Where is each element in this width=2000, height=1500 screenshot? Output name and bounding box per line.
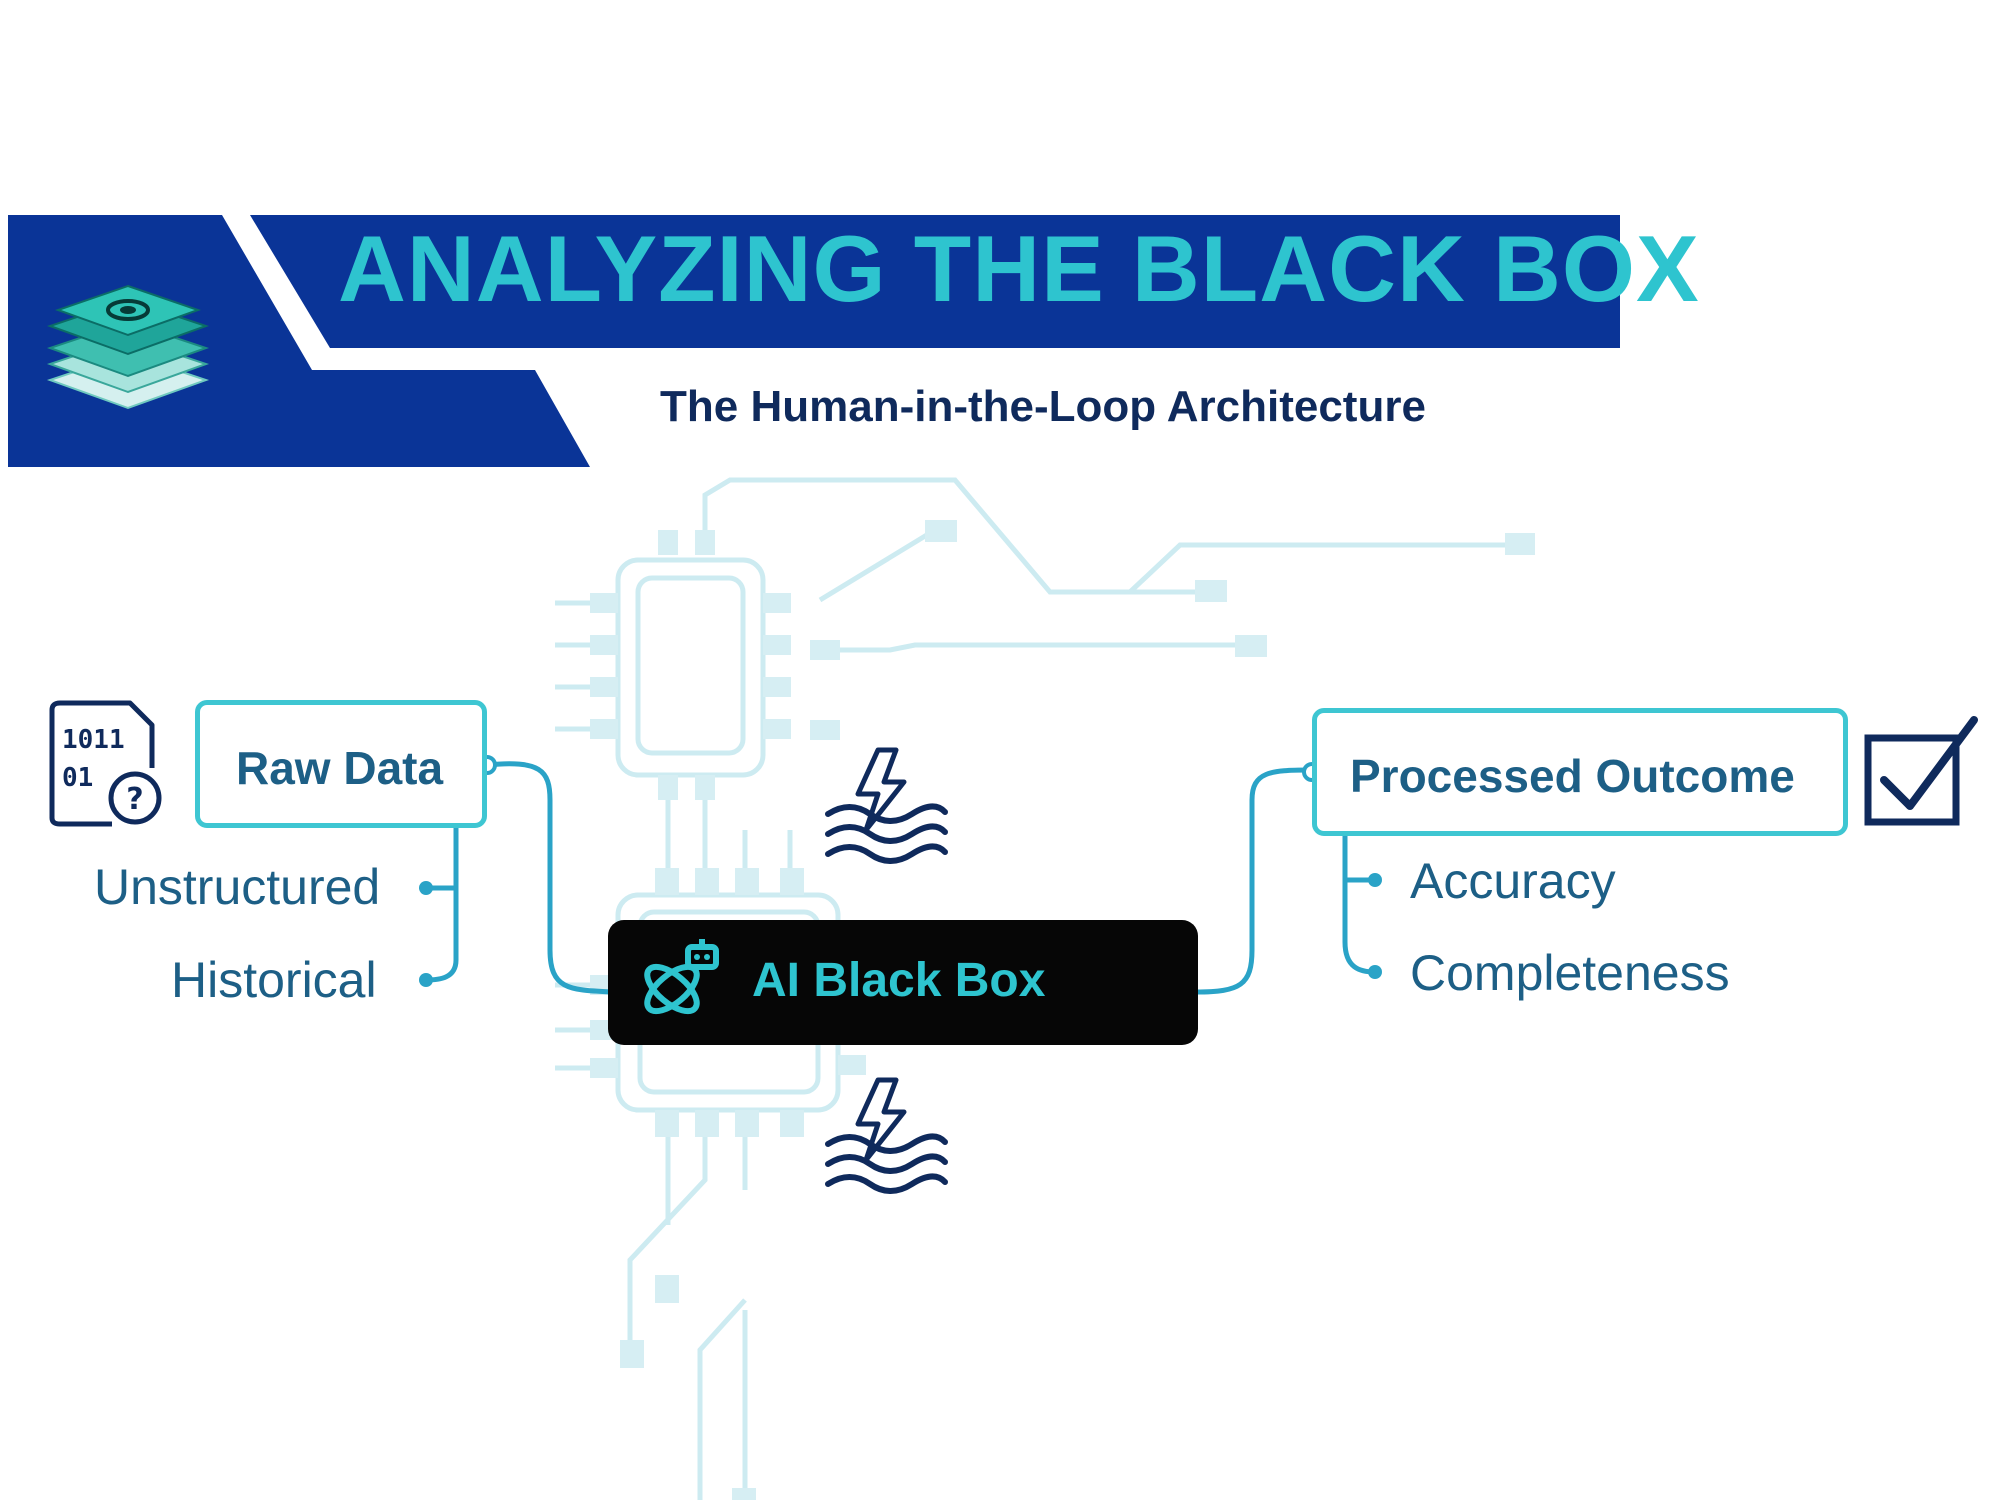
raw-data-label: Raw Data [236,742,444,794]
ai-black-box-label: AI Black Box [752,954,1046,1007]
lightning-waves-icon [825,747,948,864]
svg-text:?: ? [126,782,143,817]
page-subtitle: The Human-in-the-Loop Architecture [660,382,1426,431]
ai-black-box-node [608,920,1198,1045]
processed-outcome-label: Processed Outcome [1350,750,1795,802]
raw-data-branch-unstructured: Unstructured [94,859,381,915]
header-left-panel [8,215,590,467]
lightning-waves-icon [825,1077,948,1194]
svg-text:01: 01 [62,763,93,793]
svg-text:1011: 1011 [62,725,125,755]
checkbox-checked-icon [1864,716,1978,826]
raw-data-branch-historical: Historical [171,952,377,1008]
page-title: ANALYZING THE BLACK BOX [338,216,1700,321]
header-banner [8,215,1620,467]
outcome-branch-completeness: Completeness [1410,945,1730,1001]
processed-outcome-node: Processed Outcome [1312,708,1848,836]
layered-chip-stack-icon [46,284,210,410]
binary-data-question-icon: 1011 01 ? [49,700,162,827]
raw-data-node: Raw Data [195,700,487,828]
outcome-branch-accuracy: Accuracy [1410,853,1616,909]
header-title-band [250,215,1620,348]
atom-robot-icon [644,939,719,1015]
